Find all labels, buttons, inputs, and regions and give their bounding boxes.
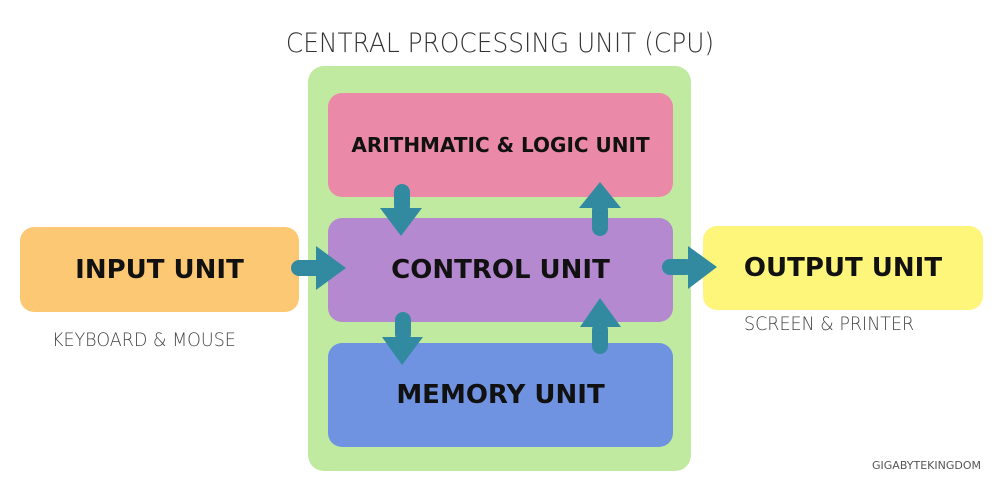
input-unit-label: INPUT UNIT: [75, 254, 244, 285]
output-unit-caption: SCREEN & PRINTER: [744, 313, 915, 335]
memory-unit-box: MEMORY UNIT: [328, 343, 673, 447]
watermark: GIGABYTEKINGDOM: [872, 459, 981, 472]
alu-label: ARITHMATIC & LOGIC UNIT: [351, 133, 650, 157]
input-unit-caption: KEYBOARD & MOUSE: [52, 329, 236, 351]
control-unit-label: CONTROL UNIT: [391, 255, 610, 285]
output-unit-box: OUTPUT UNIT: [703, 226, 983, 310]
memory-unit-label: MEMORY UNIT: [396, 380, 605, 410]
alu-box: ARITHMATIC & LOGIC UNIT: [328, 93, 673, 197]
control-unit-box: CONTROL UNIT: [328, 218, 673, 322]
input-unit-box: INPUT UNIT: [20, 227, 299, 312]
diagram-title: CENTRAL PROCESSING UNIT (CPU): [285, 28, 715, 59]
output-unit-label: OUTPUT UNIT: [743, 253, 943, 283]
